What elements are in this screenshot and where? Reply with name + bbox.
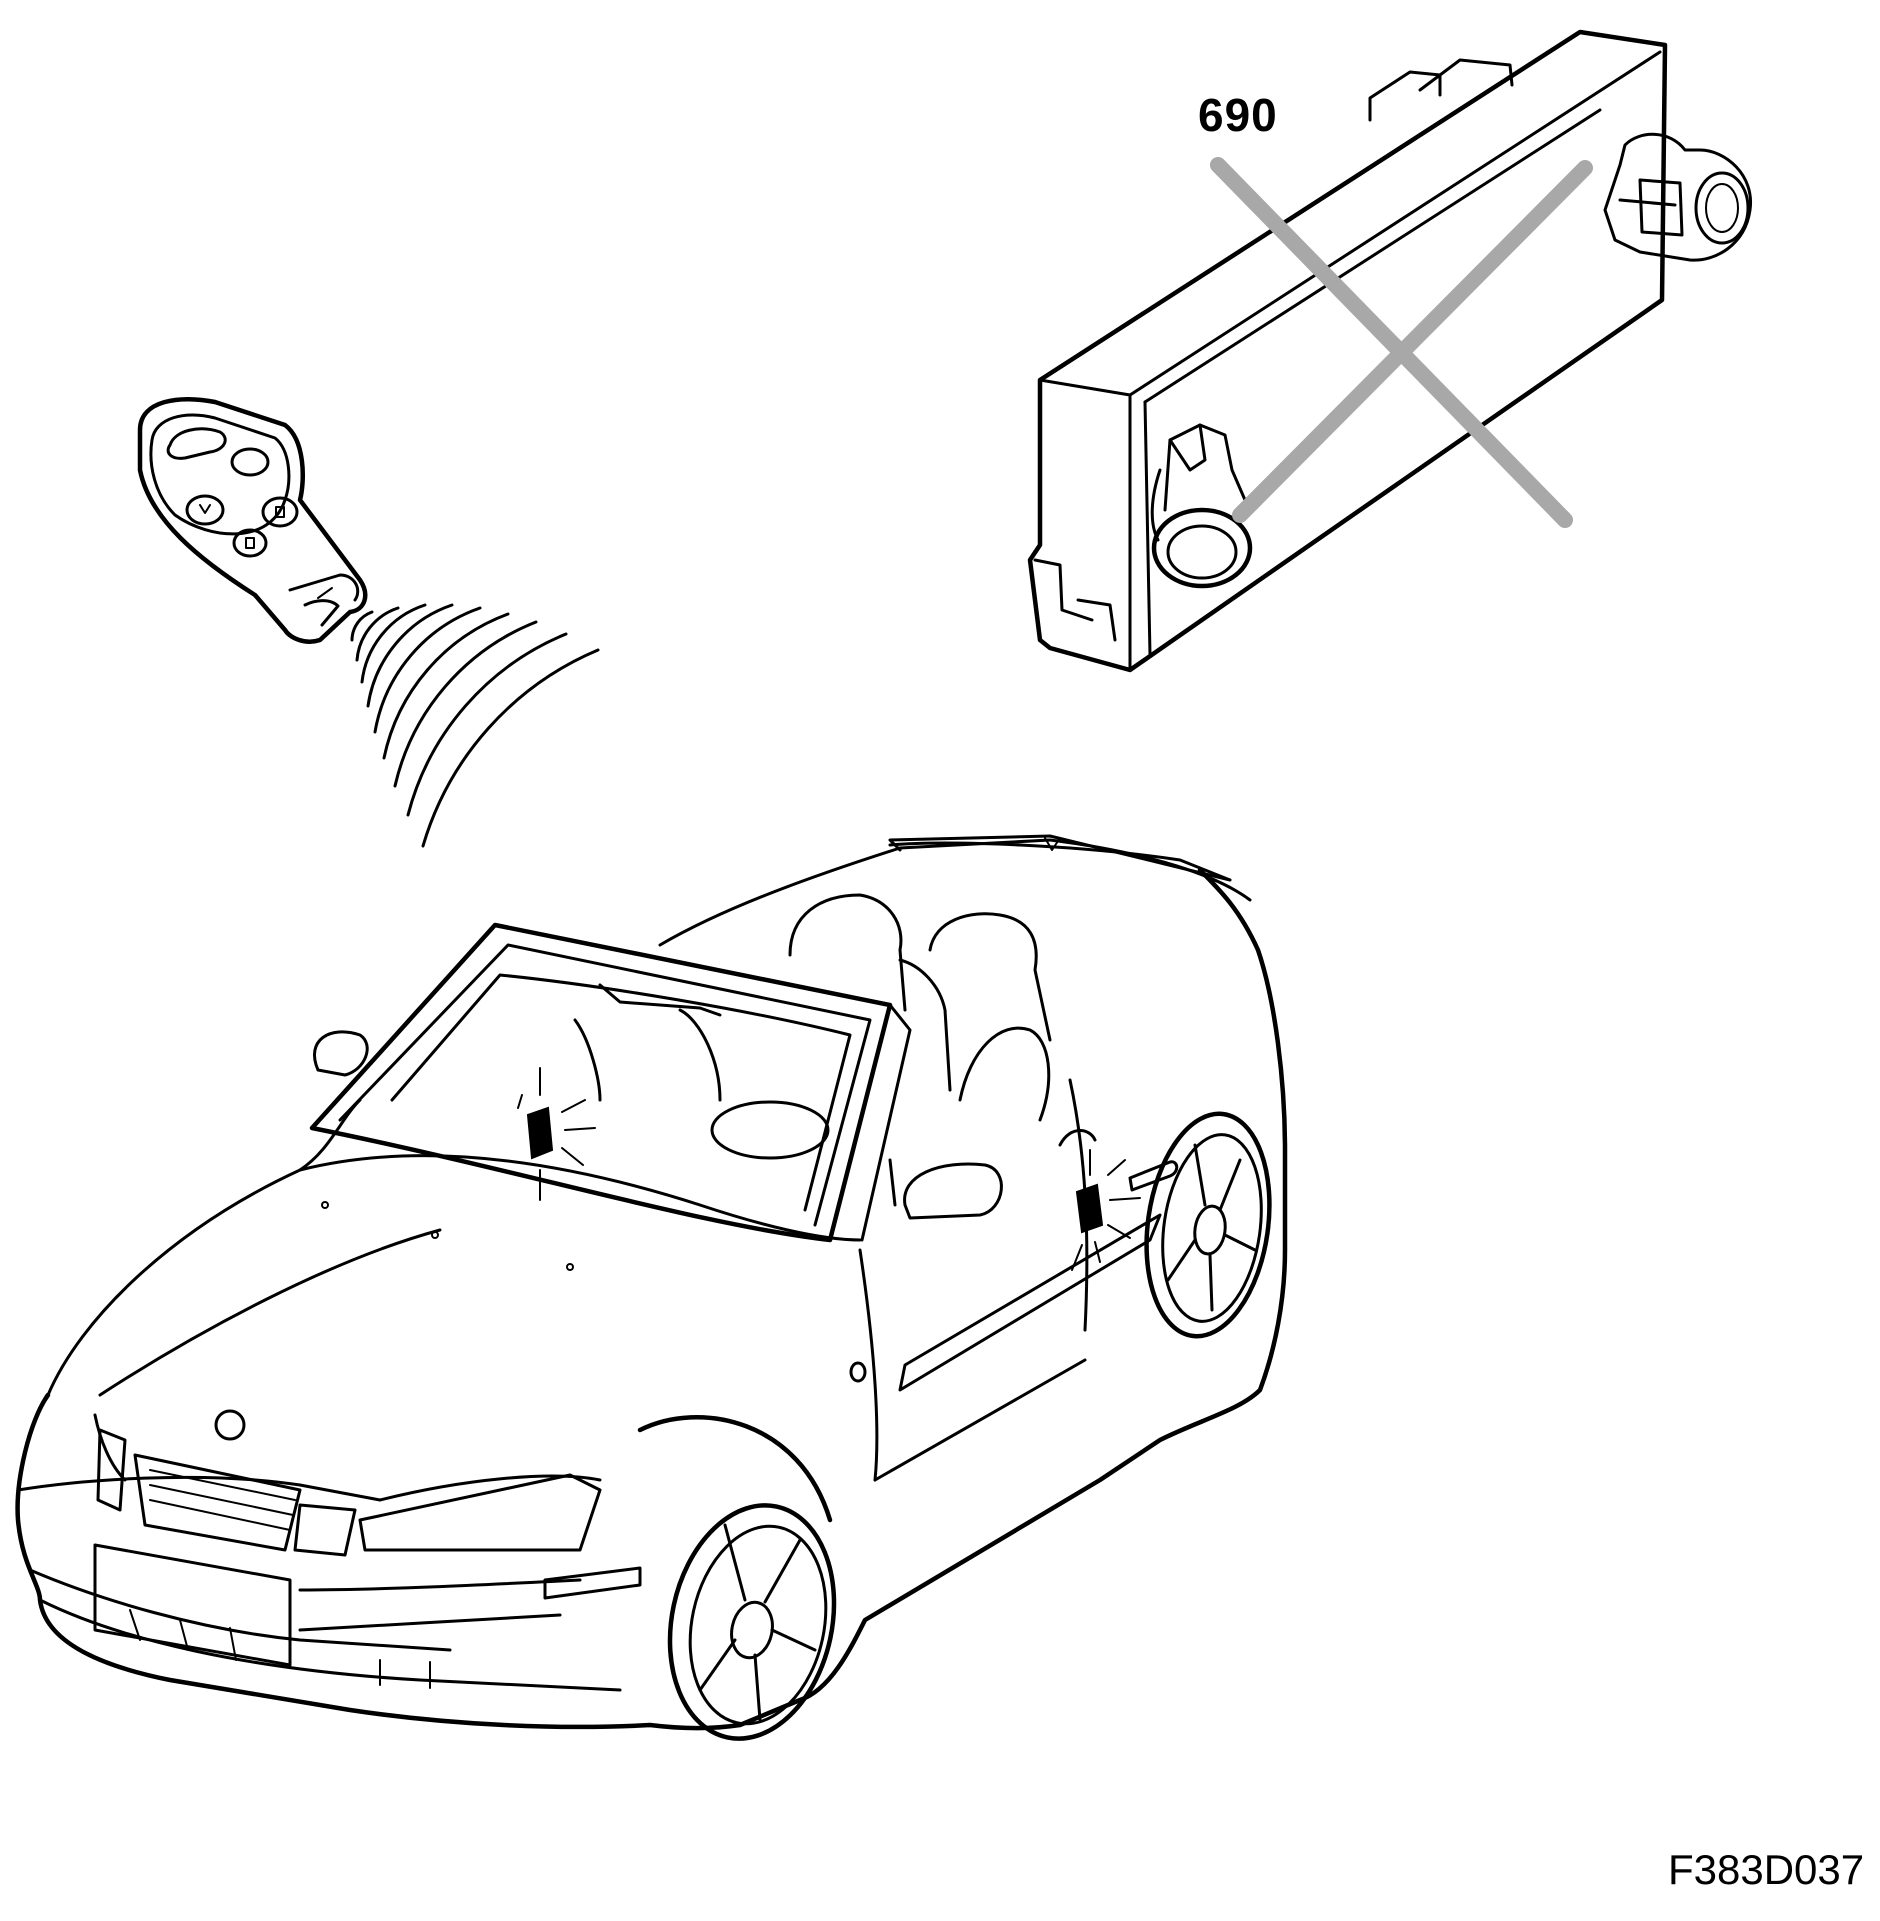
remote-key-fob: [137, 396, 368, 644]
indicator-light-dashboard: [517, 1067, 596, 1201]
fob-button-lock: [185, 494, 225, 526]
module-connector-right: [1603, 132, 1752, 262]
front-wheel: [637, 1415, 837, 1741]
cross-out-mark: [1210, 157, 1593, 528]
part-number-label: 690: [1198, 89, 1278, 141]
radio-waves: [350, 603, 600, 848]
rear-wheel: [1144, 1111, 1272, 1339]
fob-button-trunk: [230, 447, 270, 477]
indicator-light-door: [1071, 1149, 1141, 1271]
fob-button-unlock: [261, 496, 299, 528]
figure-code-label: F383D037: [1668, 1846, 1865, 1893]
module-connector-left: [1150, 423, 1253, 589]
car-convertible: [15, 834, 1288, 1741]
fob-button-panic: [232, 528, 268, 558]
control-module-690: [1027, 29, 1752, 673]
